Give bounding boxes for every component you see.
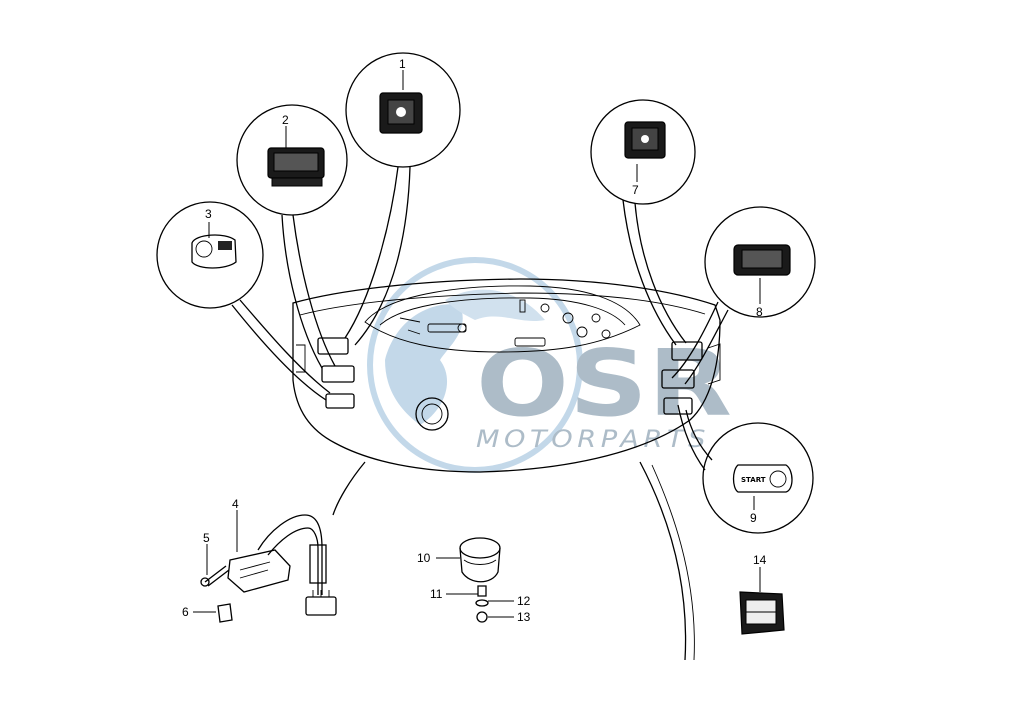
watermark-subtitle: MOTORPARTS bbox=[476, 425, 710, 453]
callout-3: 3 bbox=[205, 207, 212, 221]
callout-8: 8 bbox=[756, 305, 763, 319]
part-11-spring bbox=[446, 585, 487, 597]
switch-1-detail bbox=[345, 52, 461, 168]
part-10-lock-cap bbox=[436, 537, 501, 583]
switch-7-detail bbox=[590, 99, 696, 205]
start-switch-label: START bbox=[741, 476, 766, 484]
switch-9-detail: START bbox=[702, 422, 814, 534]
switch-2-detail bbox=[236, 104, 348, 216]
part-12-washer bbox=[475, 599, 514, 607]
callout-1: 1 bbox=[399, 57, 406, 71]
part-4-switch-assembly bbox=[227, 510, 337, 616]
callout-4: 4 bbox=[232, 497, 239, 511]
callout-11: 11 bbox=[430, 587, 443, 601]
switch-8-detail bbox=[704, 206, 816, 318]
part-13-nut bbox=[476, 611, 514, 623]
watermark-brand: OSR bbox=[476, 330, 732, 437]
part-5-screw bbox=[200, 544, 230, 587]
watermark: OSR MOTORPARTS bbox=[367, 257, 732, 473]
callout-10: 10 bbox=[417, 551, 431, 565]
callout-2: 2 bbox=[282, 113, 289, 127]
callout-12: 12 bbox=[517, 594, 531, 608]
callout-5: 5 bbox=[203, 531, 210, 545]
part-14-rocker-switch bbox=[739, 567, 785, 635]
callout-6: 6 bbox=[182, 605, 189, 619]
globe-logo-icon bbox=[367, 257, 583, 473]
callout-7: 7 bbox=[632, 183, 639, 197]
dashboard-housing bbox=[292, 278, 721, 661]
callout-labels: 1 2 3 4 5 6 7 8 9 10 11 12 13 14 bbox=[182, 57, 767, 624]
part-6-clip bbox=[193, 603, 233, 623]
callout-13: 13 bbox=[517, 610, 531, 624]
switch-3-detail bbox=[156, 201, 264, 309]
callout-9: 9 bbox=[750, 511, 757, 525]
callout-14: 14 bbox=[753, 553, 767, 567]
